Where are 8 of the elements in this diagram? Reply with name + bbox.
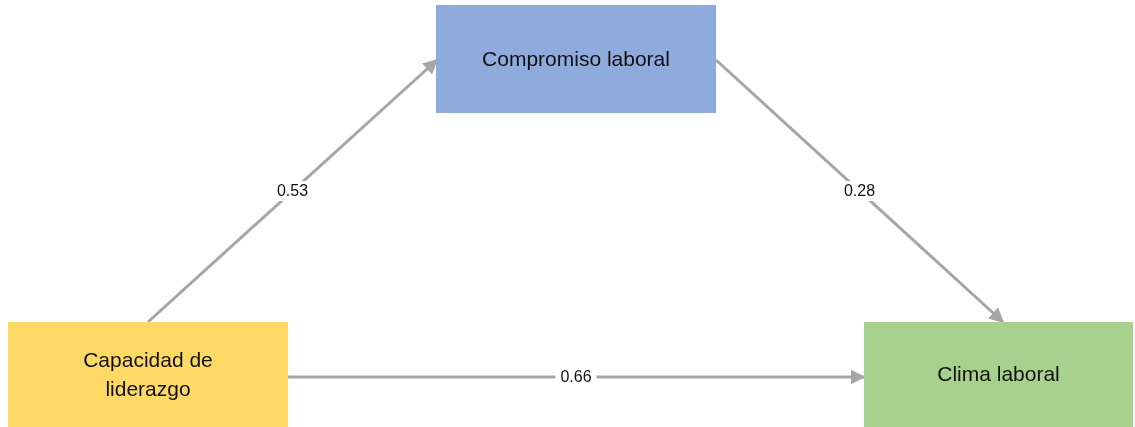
concept-box (436, 5, 716, 113)
node-label: Clima laboral (937, 361, 1060, 388)
node-label: Compromiso laboral (482, 45, 670, 72)
node-label: Capacidad de liderazgo (82, 347, 214, 402)
concept-box (864, 322, 1133, 427)
arrow (288, 369, 866, 385)
concept-box (8, 322, 288, 427)
arrow (715, 58, 1005, 324)
